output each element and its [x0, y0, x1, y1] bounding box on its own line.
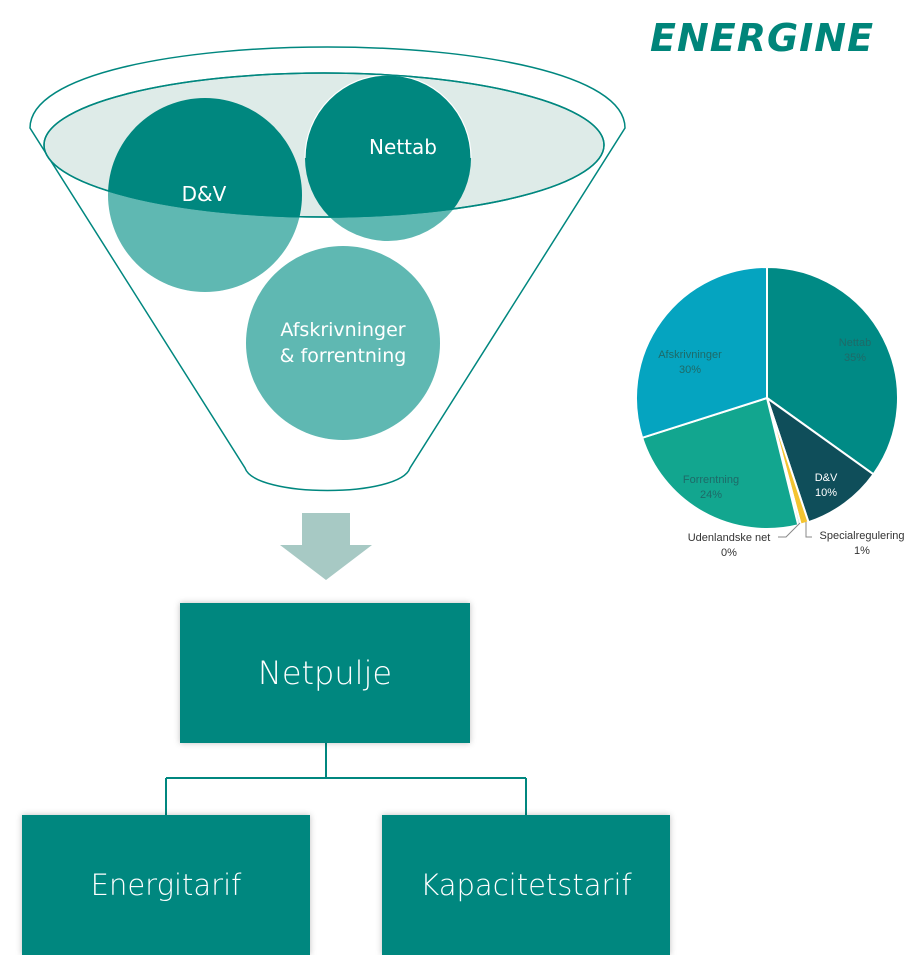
pie-label-d-v: D&V — [815, 472, 838, 484]
funnel-label-afskrivninger: Afskrivninger — [280, 319, 405, 341]
netpulje-label: Netpulje — [257, 654, 393, 692]
pie-value-specialregulering: 1% — [854, 545, 870, 557]
kapacitetstarif-label: Kapacitetstarif — [420, 868, 632, 902]
dv-circle-top — [108, 98, 302, 217]
nettab-circle-top — [305, 75, 471, 217]
funnel-label-forrentning: & forrentning — [280, 345, 407, 367]
pie-label-afskrivninger: Afskrivninger — [658, 349, 722, 361]
pie-slice-nettab — [766, 265, 899, 476]
down-arrow — [280, 513, 372, 580]
energitarif-box: Energitarif — [22, 815, 310, 955]
pie-value-d-v: 10% — [815, 487, 837, 499]
pie-value-afskrivninger: 30% — [679, 364, 701, 376]
pie-slice-afskrivninger — [635, 265, 768, 440]
leader-line-specialregulering — [805, 522, 812, 538]
pie-label-udenlandske-net: Udenlandske net — [688, 532, 771, 544]
funnel-label-nettab: Nettab — [369, 135, 437, 159]
funnel-top-edge — [43, 72, 605, 218]
pie-value-forrentning: 24% — [700, 489, 722, 501]
netpulje-box: Netpulje — [180, 603, 470, 743]
energinet-logo: ENERGINE — [650, 16, 875, 60]
funnel-label-dv: D&V — [182, 182, 227, 206]
leader-line-udenlandske-net — [778, 522, 801, 538]
pie-slice-d-v — [765, 395, 875, 524]
pie-chart: Nettab 35% D&V 10% Specialregulering 1% Udenla… — [635, 265, 905, 559]
energitarif-label: Energitarif — [90, 868, 242, 902]
pie-value-nettab: 35% — [844, 352, 866, 364]
pie-value-udenlandske-net: 0% — [721, 547, 737, 559]
afskrivninger-circle — [246, 246, 440, 440]
pie-slice-forrentning — [640, 396, 800, 530]
hierarchy-connector — [165, 743, 527, 815]
pie-label-forrentning: Forrentning — [683, 474, 739, 486]
kapacitetstarif-box: Kapacitetstarif — [382, 815, 670, 955]
pie-label-nettab: Nettab — [839, 337, 871, 349]
pie-label-specialregulering: Specialregulering — [820, 530, 905, 542]
